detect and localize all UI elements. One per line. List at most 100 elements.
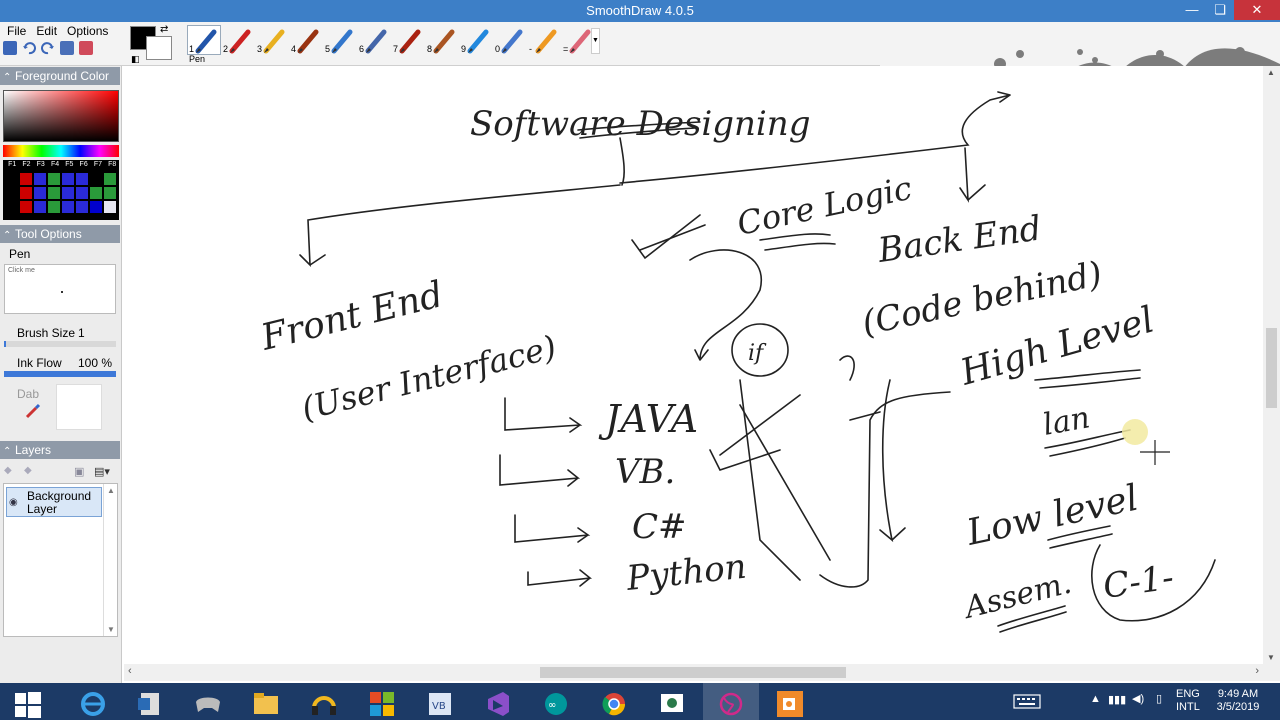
tool-pencil[interactable]: 2 bbox=[221, 25, 255, 55]
taskbar-gamepad-button[interactable] bbox=[180, 683, 236, 720]
taskbar-publisher-button[interactable] bbox=[122, 683, 178, 720]
input-language-indicator[interactable]: ENG INTL bbox=[1176, 688, 1200, 714]
drawing-canvas[interactable]: Software Designing Core Logic Back End (… bbox=[124, 66, 1263, 664]
tool-options-header[interactable]: ⌃Tool Options bbox=[0, 225, 120, 243]
palette-swatch[interactable] bbox=[76, 173, 88, 185]
hue-slider[interactable] bbox=[3, 145, 119, 157]
taskbar-arduino-button[interactable]: ∞ bbox=[528, 683, 584, 720]
scroll-down-icon[interactable]: ▼ bbox=[1267, 653, 1275, 662]
menu-edit[interactable]: Edit bbox=[36, 24, 58, 38]
minimize-button[interactable]: — bbox=[1185, 2, 1199, 17]
tool-eraser[interactable]: = bbox=[561, 25, 595, 55]
palette-swatch[interactable] bbox=[20, 201, 32, 213]
new-layer-icon[interactable]: ▣ bbox=[74, 466, 85, 478]
layers-header[interactable]: ⌃Layers bbox=[0, 441, 120, 459]
palette-swatch[interactable] bbox=[48, 187, 60, 199]
tools-dropdown-button[interactable]: ▼ bbox=[591, 28, 600, 54]
battery-icon[interactable]: ▯ bbox=[1156, 693, 1163, 705]
palette-swatch[interactable] bbox=[62, 173, 74, 185]
show-hidden-icons-icon[interactable]: ▲ bbox=[1090, 693, 1101, 705]
menu-file[interactable]: File bbox=[7, 24, 27, 38]
reset-colors-icon[interactable]: ◧ bbox=[131, 54, 140, 64]
taskbar-visual-basic-button[interactable]: VB bbox=[412, 683, 468, 720]
volume-icon[interactable]: ◀) bbox=[1132, 693, 1145, 705]
palette-swatch[interactable] bbox=[90, 187, 102, 199]
palette-swatch[interactable] bbox=[34, 187, 46, 199]
layer-menu-icon[interactable]: ▤▾ bbox=[94, 466, 110, 478]
tool-bristle[interactable]: 8 bbox=[425, 25, 459, 55]
color-picker-gradient[interactable] bbox=[3, 90, 119, 142]
brush-preview-area[interactable]: Click me bbox=[4, 264, 116, 314]
tool-smudge[interactable]: - bbox=[527, 25, 561, 55]
taskbar-office-button[interactable] bbox=[354, 683, 410, 720]
move-layer-up-icon[interactable]: ◆ bbox=[4, 465, 12, 476]
layer-properties-icon[interactable] bbox=[60, 41, 74, 55]
taskbar-internet-explorer-button[interactable] bbox=[65, 683, 121, 720]
tool-marker[interactable]: 3 bbox=[255, 25, 289, 55]
layer-list-scrollbar[interactable]: ▲ ▼ bbox=[103, 484, 117, 636]
brush-size-slider[interactable] bbox=[4, 341, 116, 347]
taskbar-start-button[interactable] bbox=[0, 683, 48, 720]
background-color-swatch[interactable] bbox=[146, 36, 172, 60]
close-button[interactable]: ✕ bbox=[1234, 0, 1280, 20]
tool-spray[interactable]: 6 bbox=[357, 25, 391, 55]
tool-pen[interactable]: 1 bbox=[187, 25, 221, 55]
palette-swatch[interactable] bbox=[90, 201, 102, 213]
palette-swatch[interactable] bbox=[76, 187, 88, 199]
taskbar-visual-studio-button[interactable] bbox=[470, 683, 526, 720]
palette-swatch[interactable] bbox=[76, 201, 88, 213]
taskbar-recorder-button[interactable] bbox=[761, 683, 817, 720]
menu-options[interactable]: Options bbox=[67, 24, 109, 38]
taskbar-headphones-button[interactable] bbox=[296, 683, 352, 720]
dab-brush-icon[interactable] bbox=[24, 402, 42, 423]
scroll-right-icon[interactable]: › bbox=[1255, 665, 1259, 677]
tool-sparkle[interactable]: 9 bbox=[459, 25, 493, 55]
horizontal-scroll-thumb[interactable] bbox=[540, 667, 846, 678]
palette-swatch[interactable] bbox=[48, 201, 60, 213]
palette-swatch[interactable] bbox=[62, 187, 74, 199]
palette-swatch[interactable] bbox=[6, 173, 18, 185]
palette-swatch[interactable] bbox=[104, 201, 116, 213]
scroll-left-icon[interactable]: ‹ bbox=[128, 665, 132, 677]
palette-swatch[interactable] bbox=[90, 173, 102, 185]
palette-swatch[interactable] bbox=[20, 187, 32, 199]
taskbar-screen-capture-button[interactable] bbox=[644, 683, 700, 720]
layer-item[interactable]: ◉ Background Layer bbox=[6, 487, 102, 517]
scroll-up-icon[interactable]: ▲ bbox=[107, 486, 115, 495]
palette-swatch[interactable] bbox=[6, 201, 18, 213]
taskbar-chrome-button[interactable] bbox=[586, 683, 642, 720]
palette-swatch[interactable] bbox=[34, 201, 46, 213]
taskbar-smoothdraw-button[interactable] bbox=[703, 683, 759, 720]
tool-brush[interactable]: 4 bbox=[289, 25, 323, 55]
horizontal-scrollbar[interactable]: ‹ › bbox=[124, 664, 1263, 681]
undo-icon[interactable] bbox=[22, 41, 36, 55]
ink-flow-slider[interactable] bbox=[4, 371, 116, 377]
tool-airbrush[interactable]: 5 bbox=[323, 25, 357, 55]
palette-swatch[interactable] bbox=[20, 173, 32, 185]
palette-swatch[interactable] bbox=[104, 187, 116, 199]
palette-swatch[interactable] bbox=[34, 173, 46, 185]
palette-swatch[interactable] bbox=[62, 201, 74, 213]
vertical-scrollbar[interactable]: ▲ ▼ bbox=[1263, 66, 1280, 664]
redo-icon[interactable] bbox=[41, 41, 55, 55]
swap-colors-icon[interactable]: ⇄ bbox=[160, 24, 169, 35]
move-layer-down-icon[interactable]: ◆ bbox=[24, 465, 32, 476]
scroll-up-icon[interactable]: ▲ bbox=[1267, 68, 1275, 77]
tool-chalk[interactable]: 7 bbox=[391, 25, 425, 55]
network-icon[interactable]: ▮▮▮ bbox=[1108, 694, 1127, 706]
clear-icon[interactable] bbox=[79, 41, 93, 55]
dab-preview[interactable] bbox=[56, 384, 102, 430]
keyboard-icon[interactable] bbox=[1013, 693, 1041, 712]
scroll-down-icon[interactable]: ▼ bbox=[107, 625, 115, 634]
foreground-color-header[interactable]: ⌃Foreground Color bbox=[0, 67, 120, 85]
palette-swatch[interactable] bbox=[6, 187, 18, 199]
palette-swatch[interactable] bbox=[48, 173, 60, 185]
taskbar-file-explorer-button[interactable] bbox=[238, 683, 294, 720]
palette-swatch[interactable] bbox=[104, 173, 116, 185]
vertical-scroll-thumb[interactable] bbox=[1266, 328, 1277, 408]
tool-blur[interactable]: 0 bbox=[493, 25, 527, 55]
visibility-eye-icon[interactable]: ◉ bbox=[9, 497, 18, 508]
clock[interactable]: 9:49 AM 3/5/2019 bbox=[1212, 688, 1264, 714]
save-icon[interactable] bbox=[3, 41, 17, 55]
maximize-button[interactable]: ❏ bbox=[1214, 2, 1226, 17]
